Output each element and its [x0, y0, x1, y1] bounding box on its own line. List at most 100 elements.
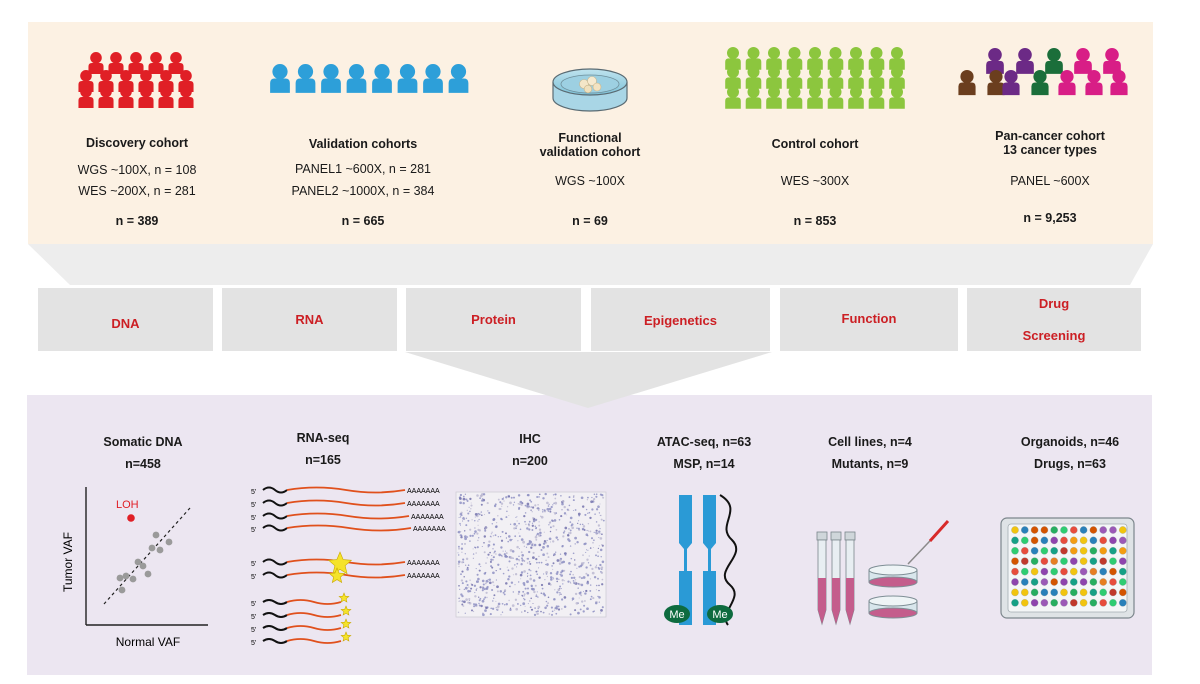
- scatter-point: [152, 531, 160, 539]
- plate-well: [1099, 536, 1107, 545]
- person-icon: [745, 47, 762, 70]
- plate-well: [1050, 567, 1058, 576]
- person-icon: [786, 86, 803, 109]
- cohort-validation-n: n = 665: [341, 214, 385, 228]
- plate-well: [1119, 567, 1127, 576]
- plate-well: [1011, 536, 1019, 545]
- plate-well: [1119, 588, 1127, 597]
- person-icon: [1085, 70, 1103, 96]
- cohort-discovery-n: n = 389: [115, 214, 159, 228]
- plate-well: [1109, 547, 1117, 555]
- plate-well: [1119, 557, 1127, 565]
- omics-label-dna: DNA: [111, 316, 140, 331]
- plate-well: [1089, 599, 1098, 607]
- scatter-point: [116, 574, 124, 582]
- plate-well: [1119, 578, 1127, 586]
- loh-point: [127, 514, 135, 522]
- person-icon: [178, 86, 194, 109]
- analysis-drugs-title: Drugs, n=63: [1034, 457, 1106, 471]
- omics-label-function: Function: [841, 311, 897, 326]
- plate-well: [1070, 526, 1078, 534]
- polya-tail-label: AAAAAAA: [407, 488, 440, 495]
- plate-well: [1040, 536, 1049, 545]
- plate-well: [1070, 599, 1078, 607]
- polya-tail-label: AAAAAAA: [407, 560, 440, 567]
- plate-well: [1089, 536, 1098, 545]
- plate-well: [1011, 557, 1019, 565]
- scatter-point: [139, 562, 147, 570]
- mutation-star-icon: [340, 631, 352, 642]
- plate-well: [1089, 588, 1098, 597]
- plate-well: [1050, 578, 1058, 586]
- person-icon: [270, 64, 290, 93]
- plate-well: [1079, 588, 1088, 597]
- analysis-ihc-n: n=200: [512, 454, 548, 468]
- plate-well: [1021, 578, 1029, 586]
- five-prime-label: 5': [251, 574, 256, 581]
- person-icon: [889, 47, 905, 70]
- cohort-control-n: n = 853: [793, 214, 837, 228]
- person-icon: [827, 47, 844, 70]
- person-icon: [138, 86, 154, 109]
- cell-line-tubes-icon: [816, 519, 950, 626]
- plate-well: [1011, 567, 1019, 576]
- scatter-point: [156, 546, 164, 554]
- person-icon: [987, 70, 1005, 96]
- plate-well: [1070, 547, 1078, 555]
- person-icon: [1016, 48, 1034, 74]
- plate-well: [1040, 557, 1049, 565]
- plate-well: [1099, 588, 1107, 597]
- plate-well: [1050, 557, 1058, 565]
- plate-well: [1109, 599, 1117, 607]
- plate-well: [1070, 567, 1078, 576]
- plate-well: [1040, 567, 1049, 576]
- omics-label-drug: Drug: [1038, 296, 1070, 311]
- plate-well: [1070, 557, 1078, 565]
- person-icon: [118, 86, 134, 109]
- pipette-icon: [907, 519, 950, 565]
- person-icon: [745, 86, 762, 109]
- petri-dish-icon: [552, 68, 628, 112]
- plate-well: [1040, 526, 1049, 534]
- omics-label-screening: Screening: [1022, 328, 1086, 343]
- five-prime-label: 5': [251, 502, 256, 509]
- plate-well: [1021, 599, 1029, 607]
- plate-well: [1021, 526, 1029, 534]
- person-icon: [766, 86, 782, 109]
- person-icon: [158, 86, 174, 109]
- plate-well: [1011, 578, 1019, 586]
- plate-well: [1109, 557, 1117, 565]
- person-icon: [1110, 70, 1128, 96]
- plate-well: [1079, 557, 1088, 565]
- people-green-icon: [725, 47, 905, 109]
- plate-well: [1040, 578, 1049, 586]
- five-prime-label: 5': [251, 627, 256, 634]
- scatter-point: [122, 572, 130, 580]
- five-prime-label: 5': [251, 640, 256, 647]
- organoid-plate-icon: [1000, 517, 1135, 619]
- loh-label: LOH: [116, 499, 139, 511]
- people-blue-icon: [270, 64, 469, 93]
- analysis-cell-lines-title: Cell lines, n=4: [828, 435, 912, 449]
- plate-well: [1089, 547, 1098, 555]
- person-icon: [986, 48, 1004, 74]
- cohort-validation-line-1: PANEL1 ~600X, n = 281: [295, 162, 431, 176]
- scatter-points: [116, 531, 173, 594]
- polya-tail-label: AAAAAAA: [407, 573, 440, 580]
- chromatin-methylation-icon: Me Me: [664, 494, 738, 626]
- person-icon: [88, 52, 104, 75]
- plate-well: [1021, 547, 1029, 555]
- methyl-badge-left: [664, 605, 690, 623]
- plate-well: [1021, 567, 1029, 576]
- scatter-x-label: Normal VAF: [116, 635, 180, 649]
- person-icon: [868, 86, 885, 109]
- plate-well: [1021, 536, 1029, 545]
- person-icon: [128, 52, 144, 75]
- plate-well: [1089, 557, 1098, 565]
- analysis-somatic-n: n=458: [125, 457, 161, 471]
- person-icon: [848, 47, 864, 70]
- plate-well: [1050, 588, 1058, 597]
- plate-well: [1119, 547, 1127, 555]
- analysis-rnaseq-title: RNA-seq: [296, 431, 350, 445]
- analysis-msp-title: MSP, n=14: [673, 457, 735, 471]
